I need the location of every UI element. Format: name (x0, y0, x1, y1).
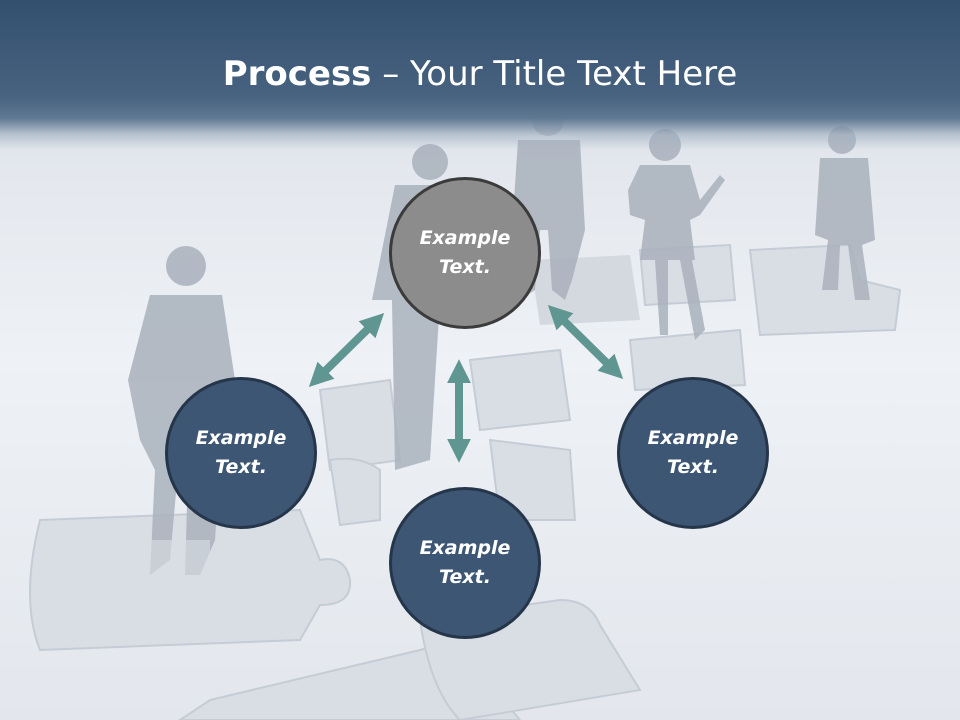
slide-title: Process – Your Title Text Here (0, 52, 960, 96)
title-bar (0, 0, 960, 150)
title-rest: – Your Title Text Here (371, 54, 738, 94)
process-node-bottom-label: Example Text. (419, 537, 511, 588)
arrow-top-right (547, 305, 624, 379)
process-node-top: Example Text. (389, 177, 541, 329)
arrow-top-left (308, 313, 385, 387)
process-node-right: Example Text. (617, 377, 769, 529)
process-node-right-label: Example Text. (647, 427, 739, 478)
process-node-left-label: Example Text. (195, 427, 287, 478)
process-node-bottom: Example Text. (389, 487, 541, 639)
title-bold: Process (222, 54, 372, 94)
process-node-left: Example Text. (165, 377, 317, 529)
process-node-top-label: Example Text. (419, 227, 511, 278)
